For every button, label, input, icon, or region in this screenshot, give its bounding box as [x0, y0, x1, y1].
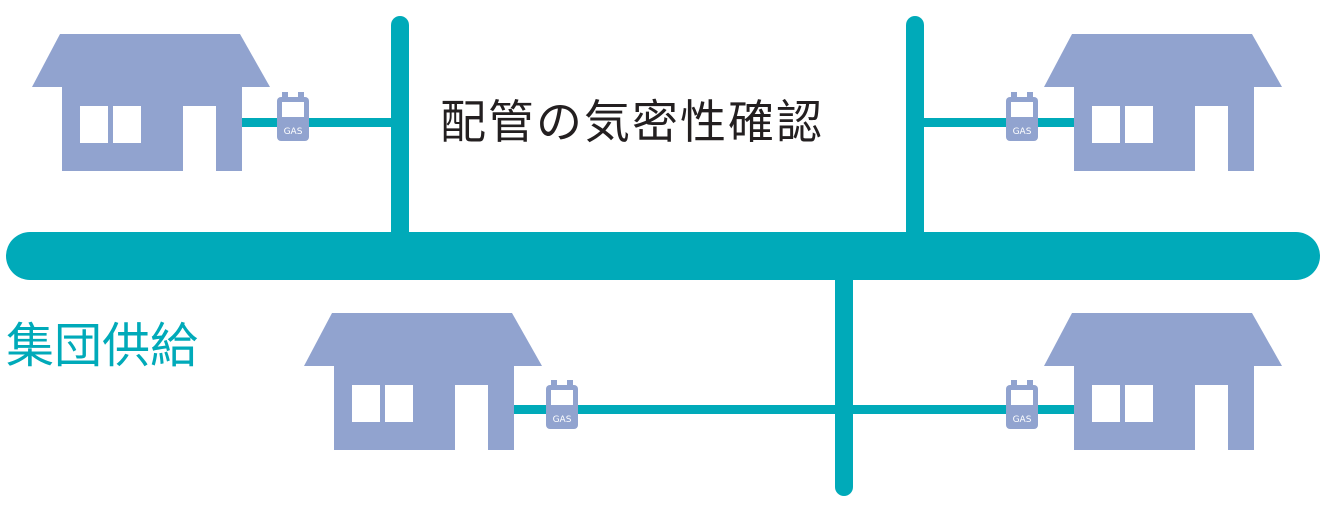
pipe-network [6, 16, 1320, 496]
service-pipe-top-right [915, 118, 1075, 127]
service-pipe-top-left [240, 118, 400, 127]
house-window-left [1092, 385, 1120, 422]
house-window-right [385, 385, 413, 422]
meter-display [551, 390, 573, 405]
meter-display [1011, 390, 1033, 405]
house-door [455, 385, 488, 450]
meter-knob-right [1027, 92, 1033, 98]
meter-label: GAS [553, 415, 572, 425]
house-top-right [1044, 34, 1282, 171]
meter-knob-left [1011, 92, 1017, 98]
gas-meter-icon: GAS [277, 92, 309, 141]
meter-display [282, 102, 304, 117]
service-pipe-bottom-right [845, 405, 1075, 414]
branch-pipe-top-right [906, 16, 924, 246]
gas-meter-icon: GAS [1006, 380, 1038, 429]
gas-meter-icon: GAS [1006, 92, 1038, 141]
house-roof [304, 313, 542, 366]
house-door [1195, 106, 1228, 171]
meter-knob-right [1027, 380, 1033, 386]
house-roof [1044, 313, 1282, 366]
house-roof [1044, 34, 1282, 87]
branch-pipe-top-left [391, 16, 409, 246]
meter-knob-left [551, 380, 557, 386]
meter-knob-left [1011, 380, 1017, 386]
supply-type-label: 集団供給 [6, 318, 199, 374]
meter-display [1011, 102, 1033, 117]
service-pipe-bottom-middle [510, 405, 850, 414]
house-door [183, 106, 216, 171]
meter-knob-right [298, 92, 304, 98]
diagram-title: 配管の気密性確認 [440, 95, 824, 149]
main-pipe [6, 232, 1320, 280]
house-window-right [1125, 106, 1153, 143]
house-bottom-middle [304, 313, 542, 450]
house-door [1195, 385, 1228, 450]
meter-knob-right [567, 380, 573, 386]
house-window-left [80, 106, 108, 143]
house-window-left [1092, 106, 1120, 143]
house-bottom-right [1044, 313, 1282, 450]
meter-label: GAS [284, 127, 303, 137]
branch-pipe-bottom [835, 266, 853, 496]
house-window-right [1125, 385, 1153, 422]
house-roof [32, 34, 270, 87]
gas-meter-icon: GAS [546, 380, 578, 429]
house-window-right [113, 106, 141, 143]
meter-knob-left [282, 92, 288, 98]
meter-label: GAS [1013, 127, 1032, 137]
meter-label: GAS [1013, 415, 1032, 425]
house-top-left [32, 34, 270, 171]
house-window-left [352, 385, 380, 422]
